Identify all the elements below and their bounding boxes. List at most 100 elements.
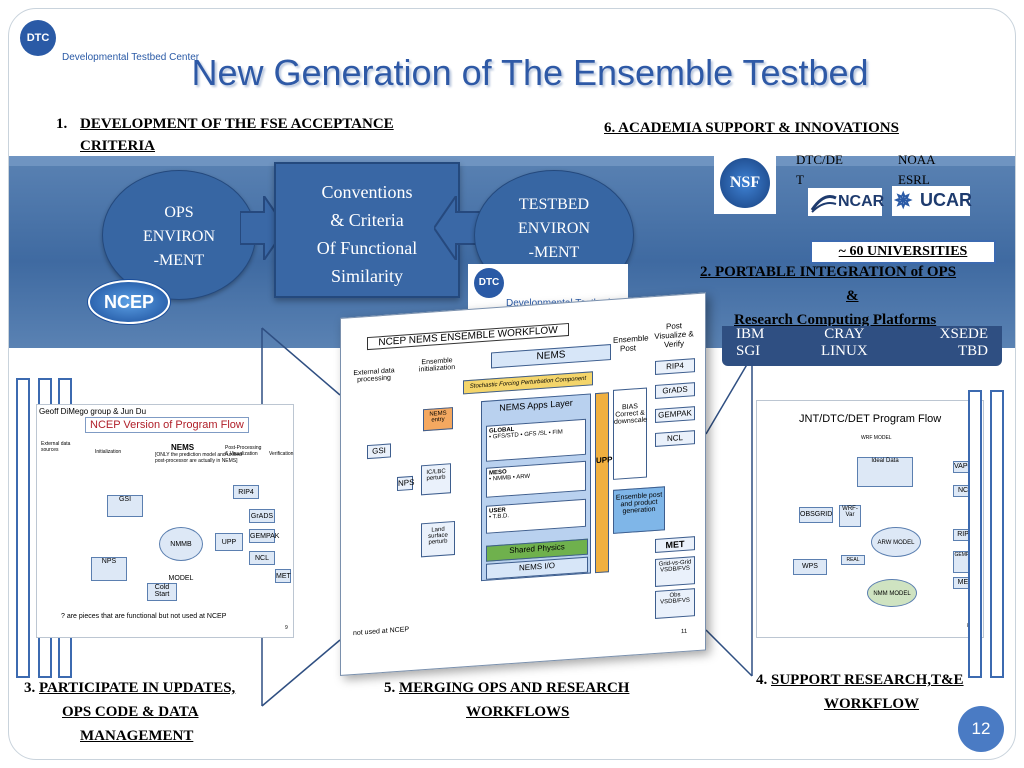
platforms-row: SGI LINUX TBD (732, 343, 992, 360)
workflow-ic-lbc: IC/LBC perturb (421, 463, 451, 496)
heading-1-line1: DEVELOPMENT OF THE FSE ACCEPTANCE (80, 116, 394, 133)
right-node-ideal: Ideal Data (857, 457, 913, 487)
workflow-ens-gen: Ensemble post and product generation (613, 486, 665, 534)
center-line2: & Criteria (330, 210, 404, 230)
workflow-obs: Obs VSDB/FVS (655, 588, 695, 619)
heading-4-line1: 4. SUPPORT RESEARCH,T&E (756, 672, 964, 689)
left-node-nmmb: NMMB MODEL (159, 527, 203, 582)
right-node-wrfvar: WRF-Var (839, 505, 861, 527)
testbed-line3: -MENT (528, 244, 580, 261)
platform-cell: SGI (736, 343, 761, 359)
right-node-wps: WPS (793, 559, 827, 575)
workflow-stoch: Stochastic Forcing Perturbation Componen… (463, 371, 593, 395)
workflow-nems-header: NEMS (491, 344, 611, 369)
heading-2-text2: & (846, 288, 859, 304)
right-node-obsgrid: OBSGRID (799, 507, 833, 523)
dtc-logo-small-mark: DTC (474, 268, 504, 298)
heading-2-text3: Research Computing Platforms (734, 312, 937, 328)
left-panel-title: NCEP Version of Program Flow (85, 417, 249, 433)
workflow-bias: BIAS Correct & downscale (613, 387, 647, 480)
heading-2-line2: & (846, 288, 859, 305)
left-node-gsi: GSI (107, 495, 143, 517)
workflow-nems-entry: NEMS entry (423, 407, 453, 432)
right-node-real: REAL (841, 555, 865, 565)
workflow-np: NPS (397, 475, 414, 492)
workflow-user-items: • T.B.D. (489, 513, 509, 521)
dtc-logo-mark: DTC (20, 20, 56, 56)
left-panel-verif: Verification (269, 451, 294, 457)
dtc-logo-name: Developmental Testbed Center (62, 52, 200, 63)
nsf-logo: NSF (714, 152, 776, 214)
universities-text: ~ 60 UNIVERSITIES (838, 244, 968, 259)
platform-cell: LINUX (821, 343, 868, 359)
noaa-esrl-label: NOAA ESRL (898, 150, 936, 190)
workflow-apps-label: NEMS Apps Layer (499, 397, 573, 413)
platform-cell: CRAY (824, 326, 865, 342)
noaa-line1: NOAA (898, 152, 936, 167)
left-panel-footnote: ? are pieces that are functional but not… (61, 613, 227, 620)
ncar-text: NCAR (838, 193, 885, 210)
platforms-table: IBM CRAY XSEDE SGI LINUX TBD (722, 326, 1002, 366)
heading-2-text1: 2. PORTABLE INTEGRATION of OPS (700, 264, 957, 280)
ucar-logo: ✵ UCAR (892, 186, 972, 216)
heading-3-line2: OPS CODE & DATA (62, 704, 199, 721)
left-node-ncl: NCL (249, 551, 275, 565)
heading-5-number: 5. (384, 680, 396, 696)
ncar-swoosh-icon (810, 195, 837, 213)
workflow-post-vis: Post Visualize & Verify (654, 321, 694, 350)
testbed-line1: TESTBED (518, 196, 590, 213)
workflow-gsi: GSI (367, 443, 391, 460)
ops-environment-oval: OPS ENVIRON -MENT (102, 170, 256, 300)
heading-1-text2: CRITERIA (80, 138, 156, 154)
heading-1-text1: DEVELOPMENT OF THE FSE ACCEPTANCE (80, 116, 394, 132)
platform-cell: IBM (736, 326, 765, 342)
left-panel-init: Initialization (95, 449, 122, 455)
heading-6: 6. ACADEMIA SUPPORT & INNOVATIONS (604, 120, 899, 137)
left-node-nps: NPS (91, 557, 127, 581)
center-line3: Of Functional (316, 238, 418, 258)
left-bar-1 (16, 378, 30, 678)
heading-3-line3: MANAGEMENT (80, 728, 193, 745)
right-bar-1 (968, 390, 982, 678)
platform-cell: XSEDE (939, 326, 988, 342)
workflow-upp: UPP (595, 392, 612, 574)
blue-band-highlight (9, 156, 1015, 166)
workflow-land: Land surface perturb (421, 520, 455, 558)
left-node-rip4: RIP4 (233, 485, 259, 499)
right-panel-title: JNT/DTC/DET Program Flow (799, 413, 942, 425)
right-panel-wrf-model: WRF MODEL (861, 435, 892, 441)
ucar-text: UCAR (920, 190, 972, 210)
universities-box: ~ 60 UNIVERSITIES (810, 240, 996, 264)
workflow-grads: GrADS (655, 382, 695, 399)
ucar-star-icon: ✵ (894, 188, 913, 213)
left-panel-nems: NEMS (171, 443, 195, 452)
left-node-grads: GrADS (249, 509, 275, 523)
workflow-user: USER• T.B.D. (486, 498, 586, 534)
heading-1-number: 1. (56, 116, 68, 132)
jnt-program-flow-panel: JNT/DTC/DET Program Flow WRF MODEL Ideal… (756, 400, 984, 638)
slide-title: New Generation of The Ensemble Testbed (191, 52, 869, 93)
heading-4-text2: WORKFLOW (824, 696, 920, 712)
workflow-ncl: NCL (655, 430, 695, 447)
workflow-external: External data processing (353, 367, 395, 384)
ops-line3: -MENT (153, 252, 205, 269)
left-panel-credit: Geoff DiMego group & Jun Du (39, 407, 147, 416)
platform-cell: TBD (958, 343, 988, 359)
heading-2-line1: 2. PORTABLE INTEGRATION of OPS (700, 264, 956, 281)
left-panel-external: External data sources (41, 441, 71, 453)
workflow-page: 11 (681, 628, 688, 636)
workflow-ens-init: Ensemble initialization (418, 357, 456, 374)
workflow-not-used: not used at NCEP (353, 626, 410, 638)
slide-number: 12 (958, 706, 1004, 752)
heading-6-text: 6. ACADEMIA SUPPORT & INNOVATIONS (604, 120, 899, 136)
left-panel-post: Post-Processing & Visualization (225, 445, 262, 457)
ops-line2: ENVIRON (143, 228, 215, 245)
heading-5-line2: WORKFLOWS (466, 704, 569, 721)
left-node-gempak: GEMPAK (249, 529, 279, 543)
ops-line1: OPS (164, 204, 194, 221)
dtc-det-line1: DTC/DE (796, 152, 843, 167)
heading-4-number: 4. (756, 672, 768, 688)
workflow-title: NCEP NEMS ENSEMBLE WORKFLOW (367, 322, 569, 351)
heading-3-text3: MANAGEMENT (80, 728, 194, 744)
